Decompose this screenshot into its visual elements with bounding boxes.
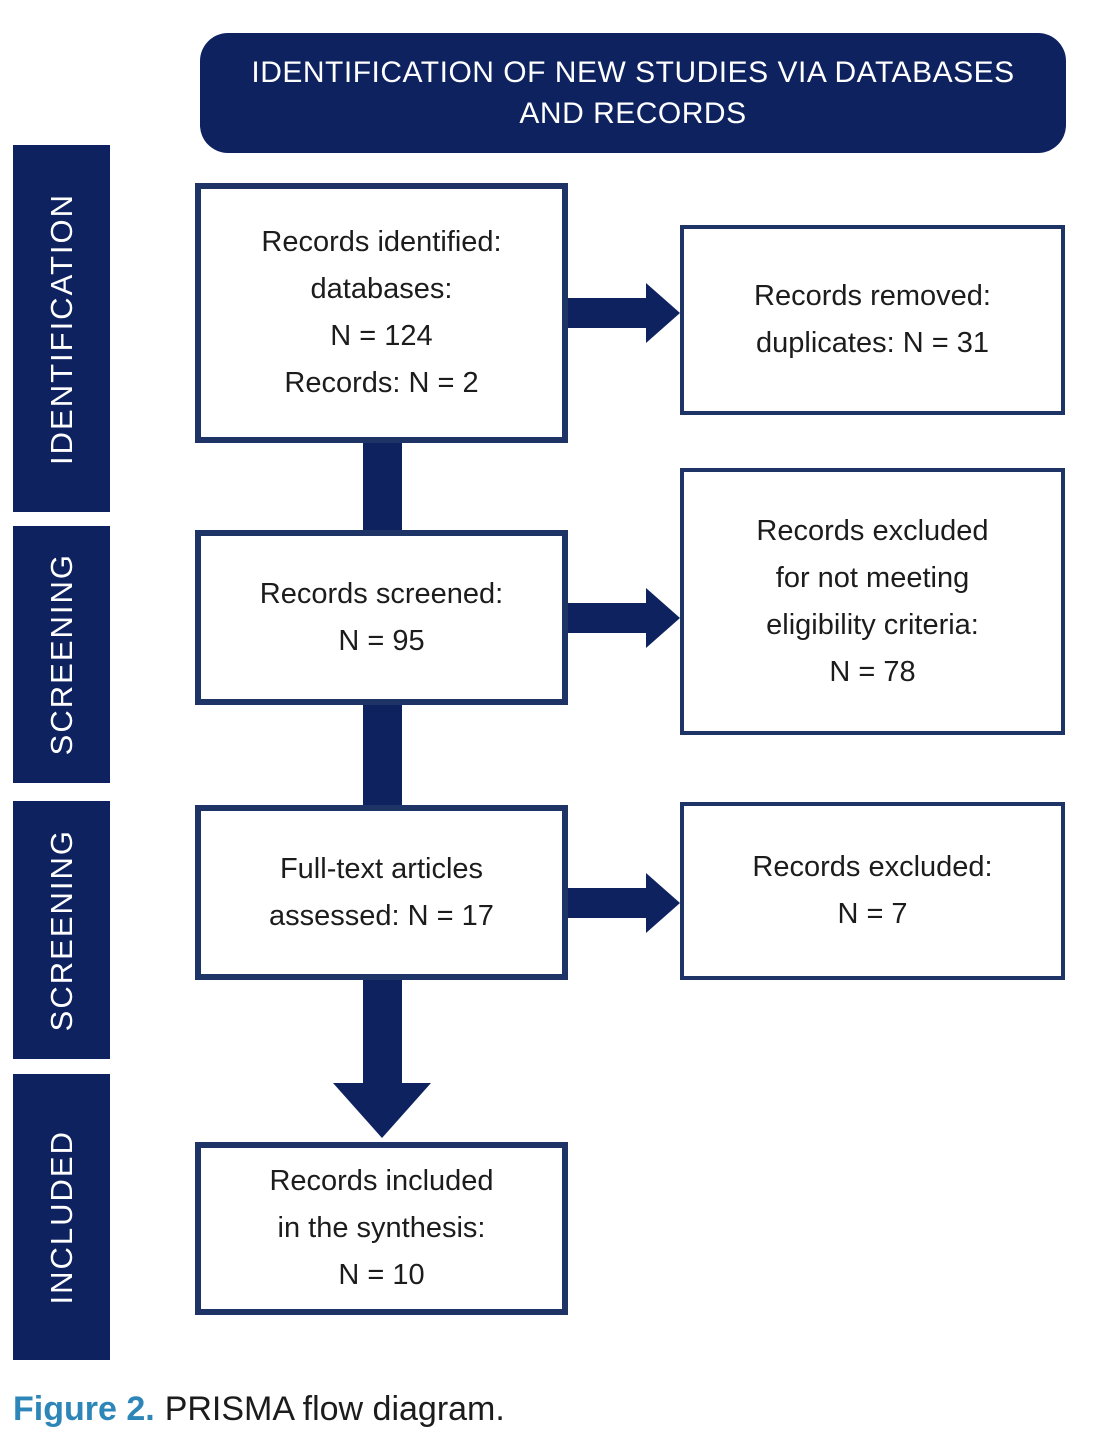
- arrow-right-icon: [646, 873, 680, 933]
- right-connector-1: [568, 298, 646, 328]
- stage-label: SCREENING: [43, 828, 79, 1032]
- flow-box-records-included: Records included in the synthesis: N = 1…: [195, 1142, 568, 1315]
- arrow-down-icon: [333, 1083, 431, 1138]
- flow-box-records-screened: Records screened: N = 95: [195, 530, 568, 705]
- caption-text: PRISMA flow diagram.: [164, 1390, 505, 1428]
- flow-box-fulltext-assessed: Full-text articles assessed: N = 17: [195, 805, 568, 980]
- arrow-right-icon: [646, 283, 680, 343]
- stage-rail-screening-1: SCREENING: [13, 526, 110, 783]
- down-connector-2: [363, 705, 402, 805]
- figure-caption: Figure 2.PRISMA flow diagram.: [13, 1390, 505, 1429]
- header-banner: IDENTIFICATION OF NEW STUDIES VIA DATABA…: [200, 33, 1066, 153]
- arrow-right-icon: [646, 588, 680, 648]
- flow-box-records-excluded-eligibility: Records excluded for not meeting eligibi…: [680, 468, 1065, 735]
- down-connector-1: [363, 443, 402, 530]
- stage-rail-included: INCLUDED: [13, 1074, 110, 1360]
- right-connector-2: [568, 603, 646, 633]
- banner-title: IDENTIFICATION OF NEW STUDIES VIA DATABA…: [251, 56, 1015, 130]
- stage-label: IDENTIFICATION: [43, 192, 79, 465]
- stage-label: SCREENING: [43, 553, 79, 756]
- down-connector-3: [363, 980, 402, 1083]
- flow-box-records-excluded: Records excluded: N = 7: [680, 802, 1065, 980]
- stage-rail-identification: IDENTIFICATION: [13, 145, 110, 512]
- caption-label: Figure 2.: [13, 1390, 155, 1428]
- stage-label: INCLUDED: [43, 1129, 79, 1305]
- stage-rail-screening-2: SCREENING: [13, 801, 110, 1059]
- right-connector-3: [568, 888, 646, 918]
- flow-box-records-removed: Records removed: duplicates: N = 31: [680, 225, 1065, 415]
- flow-box-records-identified: Records identified: databases: N = 124 R…: [195, 183, 568, 443]
